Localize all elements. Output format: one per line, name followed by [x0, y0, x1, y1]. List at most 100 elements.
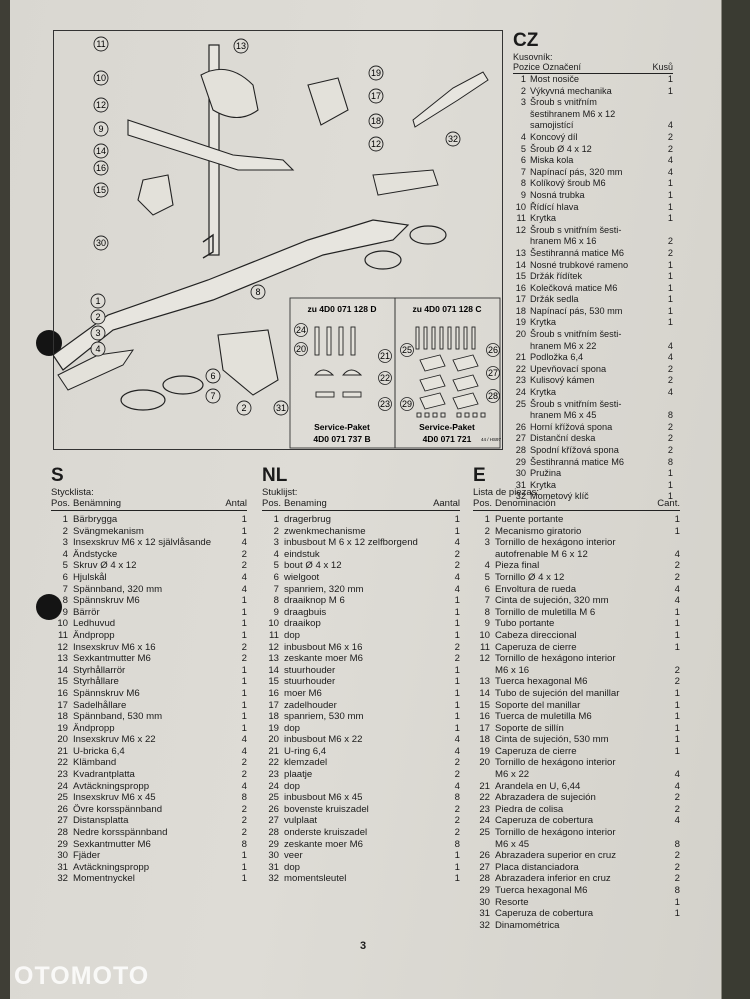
row-name: Envoltura de rueda — [495, 583, 577, 595]
row-quantity — [668, 653, 680, 665]
row-quantity: 1 — [667, 271, 673, 282]
row-position: 29 — [268, 838, 279, 850]
row-name: Avtäckningspropp — [73, 861, 150, 873]
column-position: Pos. — [262, 498, 282, 509]
row-position: 9 — [520, 189, 526, 200]
row-position: 21 — [515, 352, 526, 363]
row-quantity: 1 — [454, 711, 460, 723]
row-position: 1 — [62, 514, 68, 525]
row-position: 30 — [515, 468, 526, 479]
row-name: hranem M6 x 16 — [530, 236, 597, 247]
row-name: Hjulskål — [73, 571, 107, 583]
row-name: Tornillo de hexágono interior — [495, 757, 616, 769]
row-position: 29 — [57, 838, 68, 850]
row-position: 31 — [268, 861, 279, 873]
row-name: Šroub s vnitřním šesti- — [530, 398, 622, 409]
row-quantity: 1 — [674, 525, 680, 537]
row-quantity: 2 — [241, 803, 247, 815]
row-name: Sadelhållare — [73, 699, 127, 711]
row-name: Cabeza direccional — [495, 629, 577, 641]
column-position: Pozice Označení — [513, 62, 582, 72]
parts-table-header: Pos. Benämning Antal — [51, 498, 247, 511]
column-quantity: Aantal — [433, 498, 460, 509]
row-position: 15 — [515, 271, 526, 282]
row-name: Tornillo Ø 4 x 12 — [495, 571, 565, 583]
row-name: inbusbout M6 x 45 — [284, 792, 363, 804]
panel-left-footer-1: Service-Paket — [314, 422, 370, 432]
row-position: 5 — [62, 560, 68, 572]
callout-2b: 2 — [241, 403, 246, 413]
row-position: 22 — [515, 363, 526, 374]
row-quantity: 2 — [667, 445, 673, 455]
row-name: Sexkantmutter M6 — [73, 838, 151, 850]
watermark-logo: OTOMOTO — [14, 962, 150, 990]
row-quantity: 4 — [667, 155, 673, 166]
row-quantity: 2 — [241, 653, 247, 665]
row-name: Krytka — [530, 387, 557, 398]
row-quantity: 4 — [674, 595, 680, 607]
row-name: vulplaat — [284, 815, 318, 827]
row-quantity: 8 — [241, 792, 247, 804]
row-quantity: 4 — [454, 734, 460, 746]
row-quantity — [668, 757, 680, 769]
row-quantity: 4 — [667, 166, 673, 177]
row-position: 13 — [515, 247, 526, 258]
row-quantity: 1 — [241, 595, 247, 607]
row-quantity: 4 — [674, 780, 680, 792]
row-position: 25 — [57, 792, 68, 804]
row-name: Spännband, 320 mm — [73, 583, 163, 595]
row-position: 26 — [57, 803, 68, 815]
row-quantity: 8 — [674, 838, 680, 850]
row-position: 12 — [268, 641, 279, 653]
callout-16: 16 — [96, 163, 106, 173]
row-quantity: 1 — [241, 514, 247, 525]
row-position: 26 — [268, 803, 279, 815]
row-quantity: 8 — [674, 885, 680, 896]
section-title: S — [51, 465, 64, 486]
row-quantity: 2 — [241, 769, 247, 781]
row-name: Mecanismo giratorio — [495, 525, 582, 537]
row-quantity: 2 — [454, 769, 460, 781]
row-position: 17 — [479, 722, 490, 734]
row-name: draaikop — [284, 618, 321, 630]
row-name: Tuerca hexagonal M6 — [495, 676, 588, 688]
row-name: eindstuk — [284, 548, 320, 560]
diagram-svg: 11 13 10 12 9 14 16 15 30 19 17 18 12 32… — [52, 30, 503, 450]
callout-2: 2 — [95, 312, 100, 322]
row-position: 17 — [57, 699, 68, 711]
row-name: Most nosiče — [530, 74, 580, 84]
row-position: 18 — [57, 711, 68, 723]
row-quantity: 2 — [454, 757, 460, 769]
row-position: 5 — [520, 143, 526, 154]
callout-13: 13 — [236, 41, 246, 51]
row-name: Insexskruv M6 x 45 — [73, 792, 156, 804]
row-name: inbusbout M6 x 22 — [284, 734, 363, 746]
row-name: Tornillo de hexágono interior — [495, 827, 616, 839]
row-quantity: 1 — [454, 873, 460, 885]
row-name: zeskante moer M6 — [284, 838, 363, 850]
row-quantity: 2 — [667, 421, 673, 432]
row-position: 14 — [57, 664, 68, 676]
row-name: Caperuza de cobertura — [495, 908, 594, 920]
